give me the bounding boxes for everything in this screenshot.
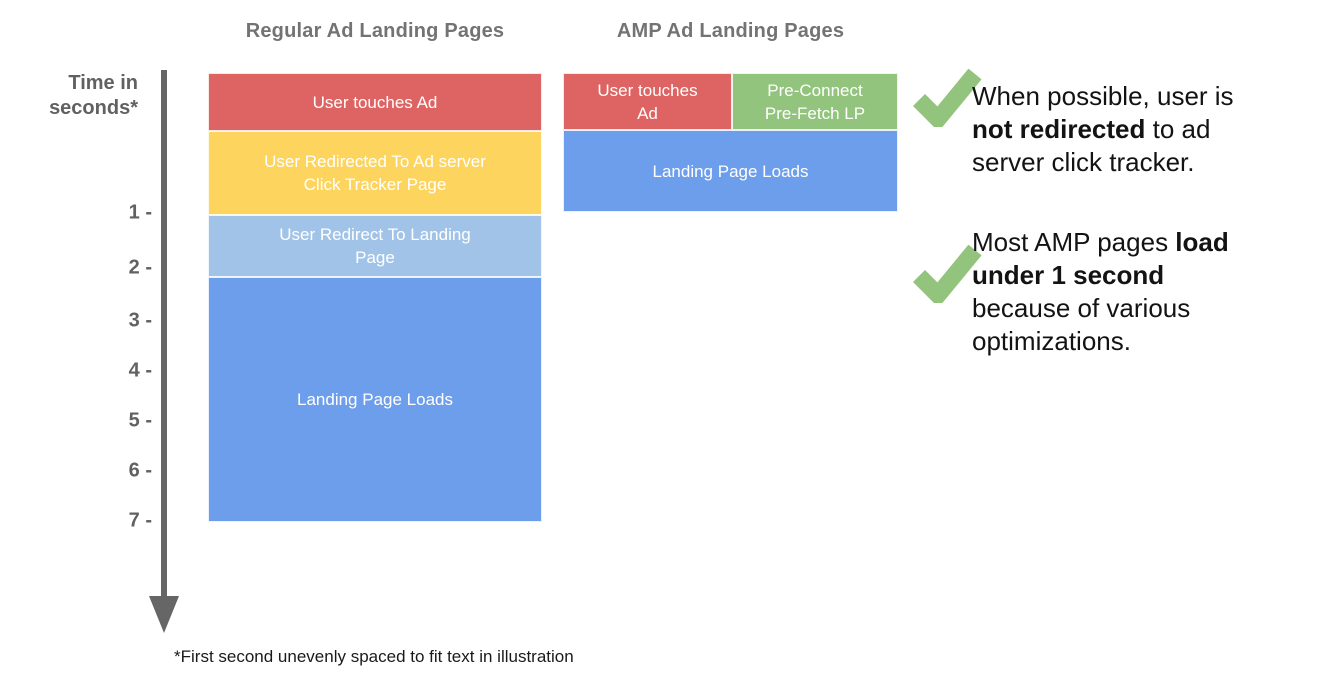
annotation-not-redirected: When possible, user is not redirected to… bbox=[972, 80, 1308, 179]
axis-tick-label: 6 - bbox=[128, 459, 152, 482]
footnote: *First second unevenly spaced to fit tex… bbox=[174, 647, 574, 666]
regular-block-redirect-tracker: User Redirected To Ad server Click Track… bbox=[208, 131, 542, 215]
amp-block-landing-loads: Landing Page Loads bbox=[563, 130, 898, 212]
axis-tick-label: 5 - bbox=[128, 409, 152, 432]
block-label: User Redirected To Ad server Click Track… bbox=[264, 152, 486, 194]
axis-arrowhead-icon bbox=[149, 596, 179, 633]
column-title-amp: AMP Ad Landing Pages bbox=[616, 20, 845, 42]
annotation-line: optimizations. bbox=[972, 326, 1131, 356]
annotation-line: because of various bbox=[972, 293, 1191, 323]
time-axis-label: Time in seconds* bbox=[49, 72, 138, 119]
block-label: User touches Ad bbox=[597, 80, 698, 123]
regular-block-user-touches-ad: User touches Ad bbox=[208, 73, 542, 131]
axis-tick-label: 2 - bbox=[128, 256, 152, 279]
amp-block-preconnect-prefetch: Pre-Connect Pre-Fetch LP bbox=[732, 73, 898, 130]
block-label: User touches Ad bbox=[312, 92, 438, 112]
axis-tick-label: 3 - bbox=[128, 309, 152, 332]
annotation-load-under-1s: Most AMP pages load under 1 second becau… bbox=[972, 226, 1308, 358]
amp-block-user-touches-ad: User touches Ad bbox=[563, 73, 732, 130]
axis-tick-label: 4 - bbox=[128, 359, 152, 382]
block-label: Pre-Connect Pre-Fetch LP bbox=[764, 80, 866, 123]
regular-block-redirect-landing: User Redirect To Landing Page bbox=[208, 215, 542, 277]
annotation-line: When possible, user is bbox=[972, 81, 1234, 111]
block-label: Landing Page Loads bbox=[652, 161, 809, 181]
check-icon bbox=[912, 68, 982, 127]
annotation-line: Most AMP pages load bbox=[972, 227, 1229, 257]
regular-block-landing-loads: Landing Page Loads bbox=[208, 277, 542, 522]
axis-tick-label: 1 - bbox=[128, 201, 152, 224]
annotation-line: server click tracker. bbox=[972, 147, 1195, 177]
column-title-regular: Regular Ad Landing Pages bbox=[245, 20, 505, 42]
check-icon bbox=[912, 244, 982, 303]
annotation-line: not redirected to ad bbox=[972, 114, 1211, 144]
block-label: Landing Page Loads bbox=[297, 390, 453, 409]
block-label: User Redirect To Landing Page bbox=[279, 225, 471, 267]
axis-tick-label: 7 - bbox=[128, 509, 152, 532]
annotation-line: under 1 second bbox=[972, 260, 1165, 290]
time-axis-line bbox=[161, 70, 167, 598]
